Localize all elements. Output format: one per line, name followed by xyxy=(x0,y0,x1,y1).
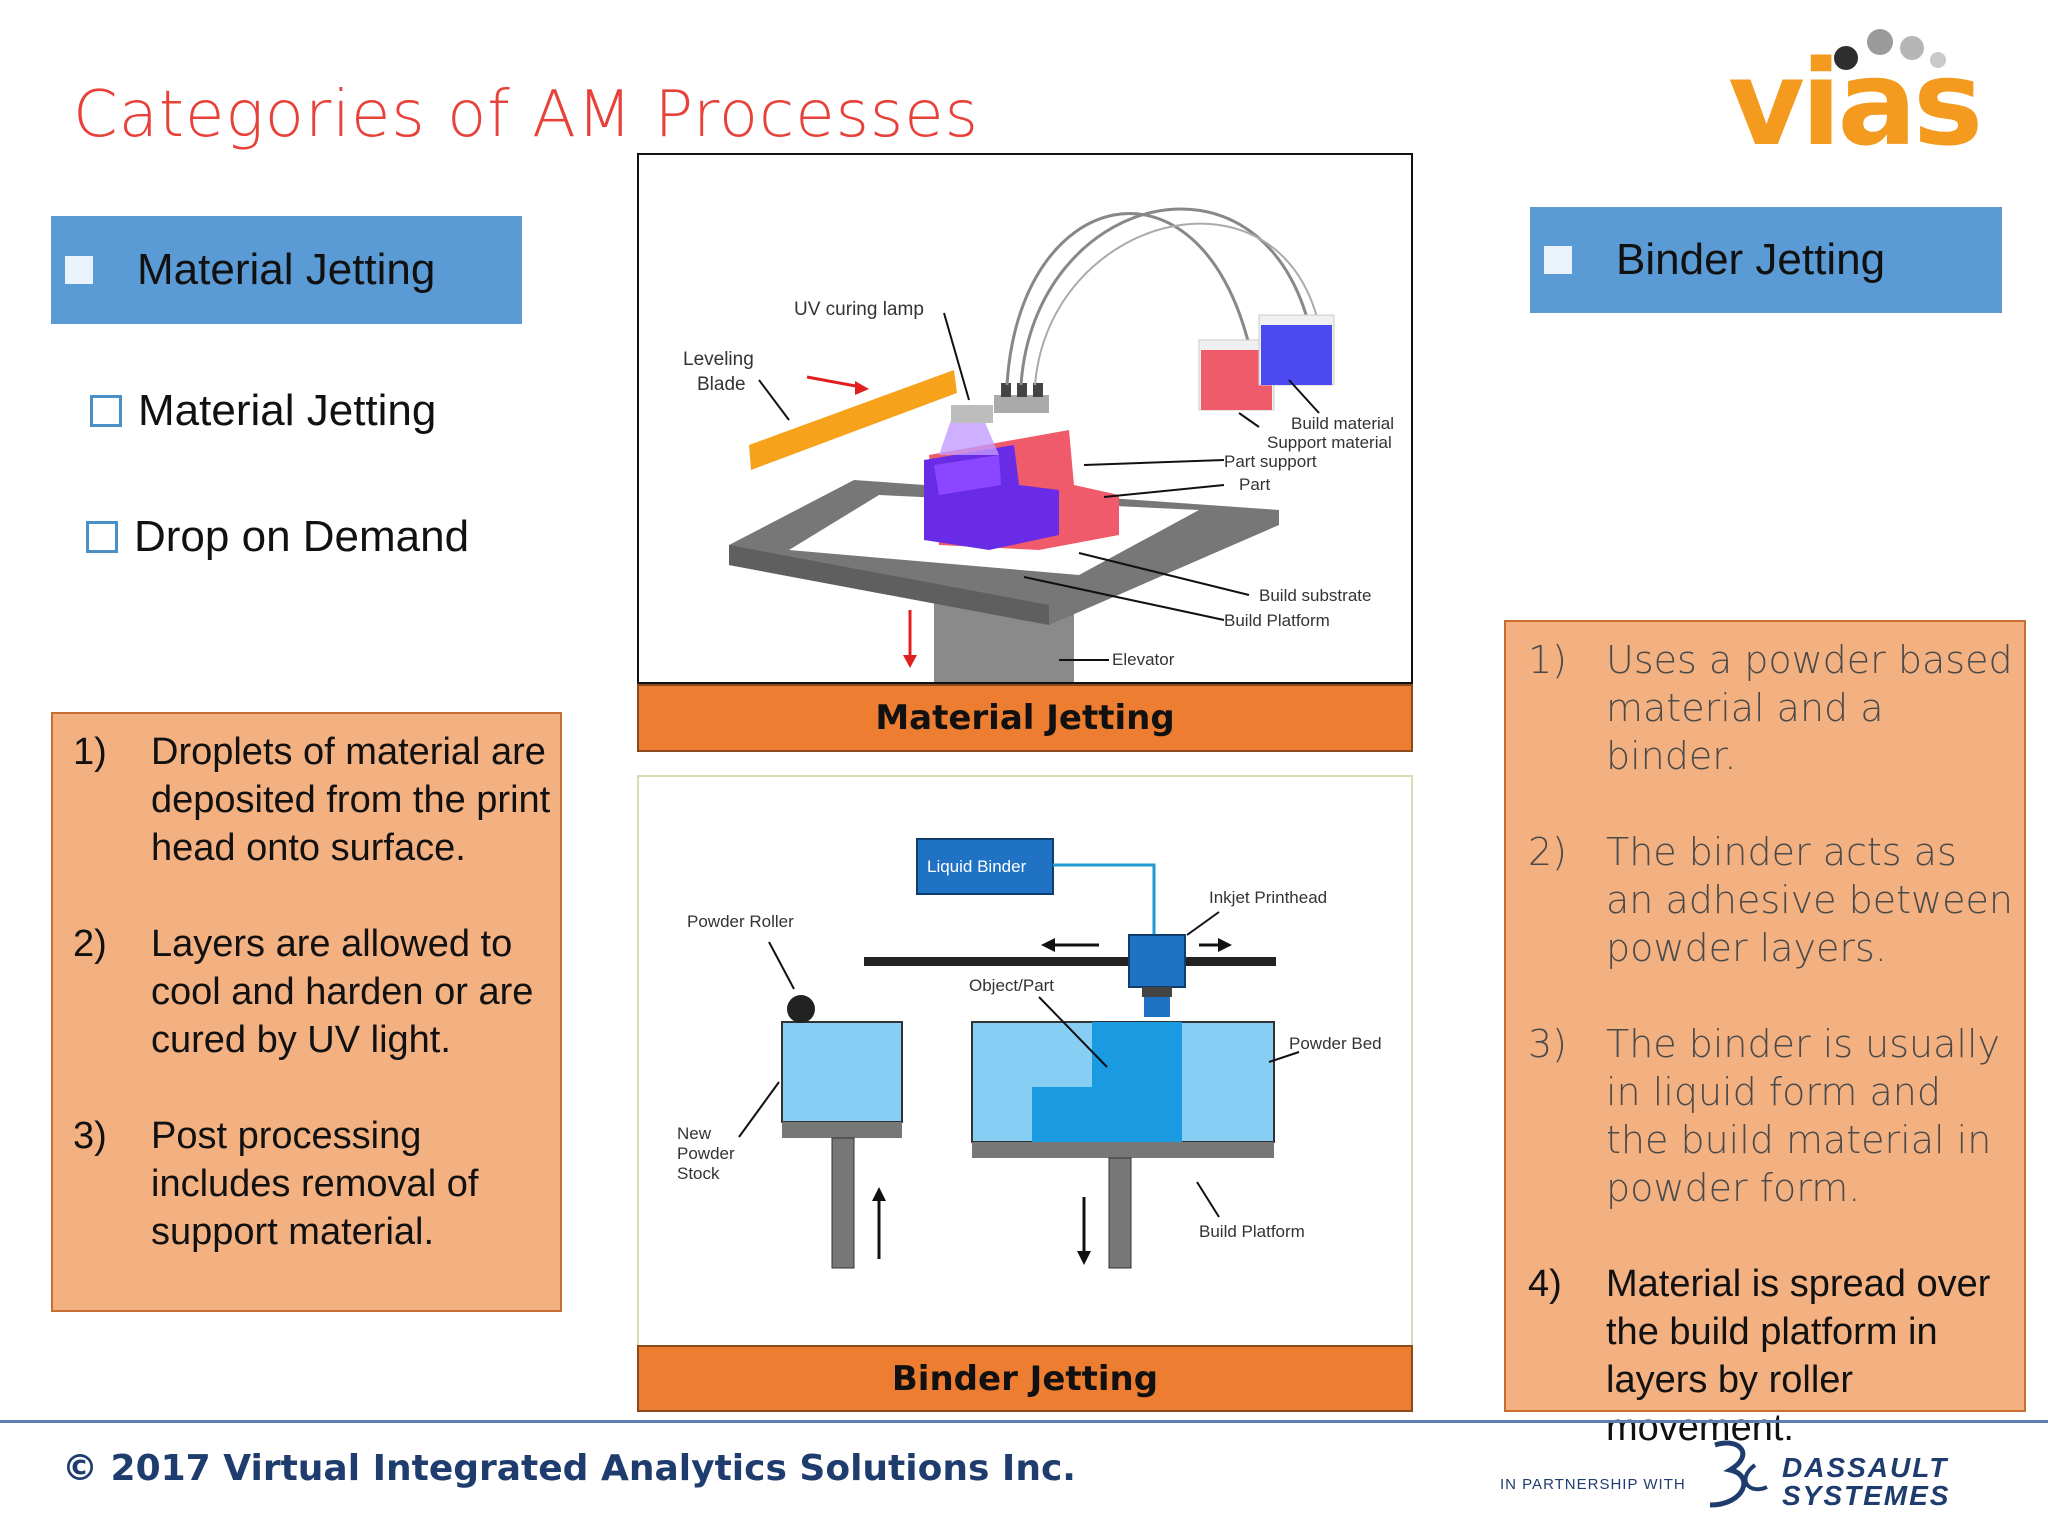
label-build-substrate: Build substrate xyxy=(1259,586,1371,605)
binder-jetting-figure: Liquid Binder Inkjet xyxy=(637,775,1413,1347)
label-part-support: Part support xyxy=(1224,452,1317,471)
list-item: 3)Post processing includes removal of su… xyxy=(73,1115,479,1253)
dassault-3ds-logo-icon xyxy=(1709,1440,1768,1508)
material-jetting-description: 1)Droplets of material are deposited fro… xyxy=(51,712,562,1312)
footer-copyright: © 2017 Virtual Integrated Analytics Solu… xyxy=(62,1448,1076,1489)
vias-logo-text: vias xyxy=(1728,34,1983,172)
vias-logo: vias xyxy=(1720,20,2020,170)
label-object-part: Object/Part xyxy=(969,976,1054,995)
label-liquid-binder: Liquid Binder xyxy=(927,857,1027,876)
partnership-label: IN PARTNERSHIP WITH xyxy=(1500,1476,1686,1493)
label-powder-roller: Powder Roller xyxy=(687,912,794,931)
empty-checkbox-icon xyxy=(86,521,118,553)
caption-material-jetting: Material Jetting xyxy=(637,684,1413,752)
list-item: 2)Layers are allowed to cool and harden … xyxy=(73,923,534,1061)
tab-label: Material Jetting xyxy=(137,245,436,294)
checkbox-icon xyxy=(65,256,93,284)
label-stock: Stock xyxy=(677,1164,720,1183)
page-title: Categories of AM Processes xyxy=(73,78,979,152)
list-item: 1)Uses a powder based material and a bin… xyxy=(1528,638,2013,778)
label-blade: Blade xyxy=(697,374,746,395)
label-inkjet-printhead: Inkjet Printhead xyxy=(1209,888,1327,907)
label-support-material: Support material xyxy=(1267,433,1392,452)
label-powder: Powder xyxy=(677,1144,735,1163)
material-jetting-figure: UV curing lamp Leveling Blade Build mate… xyxy=(637,153,1413,684)
label-part: Part xyxy=(1239,475,1270,494)
label-uv-lamp: UV curing lamp xyxy=(794,299,924,320)
caption-binder-jetting: Binder Jetting xyxy=(637,1345,1413,1412)
label-new: New xyxy=(677,1124,712,1143)
list-item: 3)The binder is usually in liquid form a… xyxy=(1528,1022,2001,1210)
list-item: 2)The binder acts as an adhesive between… xyxy=(1528,830,2013,970)
tab-material-jetting[interactable]: Material Jetting xyxy=(51,216,522,324)
material-jetting-list: 1)Droplets of material are deposited fro… xyxy=(73,728,560,1256)
label-elevator: Elevator xyxy=(1112,650,1175,669)
list-item: 1)Droplets of material are deposited fro… xyxy=(73,731,551,869)
empty-checkbox-icon xyxy=(90,395,122,427)
material-jetting-diagram: UV curing lamp Leveling Blade Build mate… xyxy=(683,207,1394,682)
label-build-platform: Build Platform xyxy=(1199,1222,1305,1241)
label-build-material: Build material xyxy=(1291,414,1394,433)
binder-jetting-description: 1)Uses a powder based material and a bin… xyxy=(1504,620,2026,1449)
tab-binder-jetting[interactable]: Binder Jetting xyxy=(1530,207,2002,313)
vias-dots-logo-icon xyxy=(1834,29,1946,70)
sub-item-material-jetting[interactable]: Material Jetting xyxy=(90,386,436,436)
binder-jetting-diagram: Liquid Binder Inkjet xyxy=(677,838,1382,1269)
sub-item-drop-on-demand[interactable]: Drop on Demand xyxy=(86,512,469,562)
label-build-platform: Build Platform xyxy=(1224,611,1330,630)
footer-divider xyxy=(0,1420,2048,1423)
checkbox-icon xyxy=(1544,246,1572,274)
tab-label: Binder Jetting xyxy=(1616,235,1886,284)
label-powder-bed: Powder Bed xyxy=(1289,1034,1382,1053)
binder-jetting-list: 1)Uses a powder based material and a bin… xyxy=(1528,636,2014,1452)
sub-item-label: Drop on Demand xyxy=(134,512,470,561)
sub-item-label: Material Jetting xyxy=(138,386,437,435)
list-item: 4)Material is spread over the build plat… xyxy=(1528,1263,1991,1449)
label-leveling: Leveling xyxy=(683,349,754,370)
partner-name: DASSAULT SYSTEMES xyxy=(1782,1452,1951,1511)
